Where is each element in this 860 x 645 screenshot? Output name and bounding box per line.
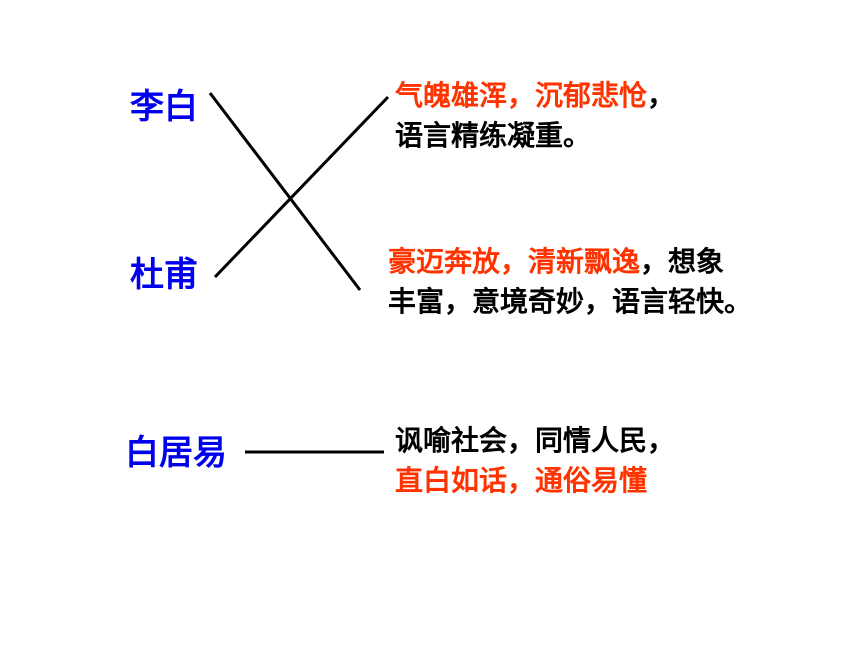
description-2-line-1: 豪迈奔放，清新飘逸，想象 (388, 242, 752, 282)
description-2-line-2: 丰富，意境奇妙，语言轻快。 (388, 285, 753, 318)
description-1-highlight: 气魄雄浑，沉郁悲怆 (395, 79, 648, 112)
description-1-comma: ， (647, 79, 676, 112)
connector-dufu-to-d1 (213, 95, 390, 279)
poet-baijuyi: 白居易 (125, 433, 227, 473)
poet-libai: 李白 (130, 87, 198, 127)
description-1: 气魄雄浑，沉郁悲怆， 语言精练凝重。 (395, 76, 675, 156)
description-1-line-2: 语言精练凝重。 (395, 119, 592, 152)
connector-libai-to-d2 (208, 92, 362, 291)
poet-dufu: 杜甫 (130, 255, 198, 295)
description-2-rest: ，想象 (640, 245, 725, 278)
description-3-line-2: 直白如话，通俗易懂 (395, 464, 648, 497)
description-2-highlight: 豪迈奔放，清新飘逸 (388, 245, 641, 278)
description-2: 豪迈奔放，清新飘逸，想象 丰富，意境奇妙，语言轻快。 (388, 242, 752, 322)
description-3: 讽喻社会，同情人民， 直白如话，通俗易懂 (395, 421, 675, 501)
description-1-line-1: 气魄雄浑，沉郁悲怆， (395, 76, 675, 116)
description-3-line-1: 讽喻社会，同情人民， (395, 424, 676, 457)
